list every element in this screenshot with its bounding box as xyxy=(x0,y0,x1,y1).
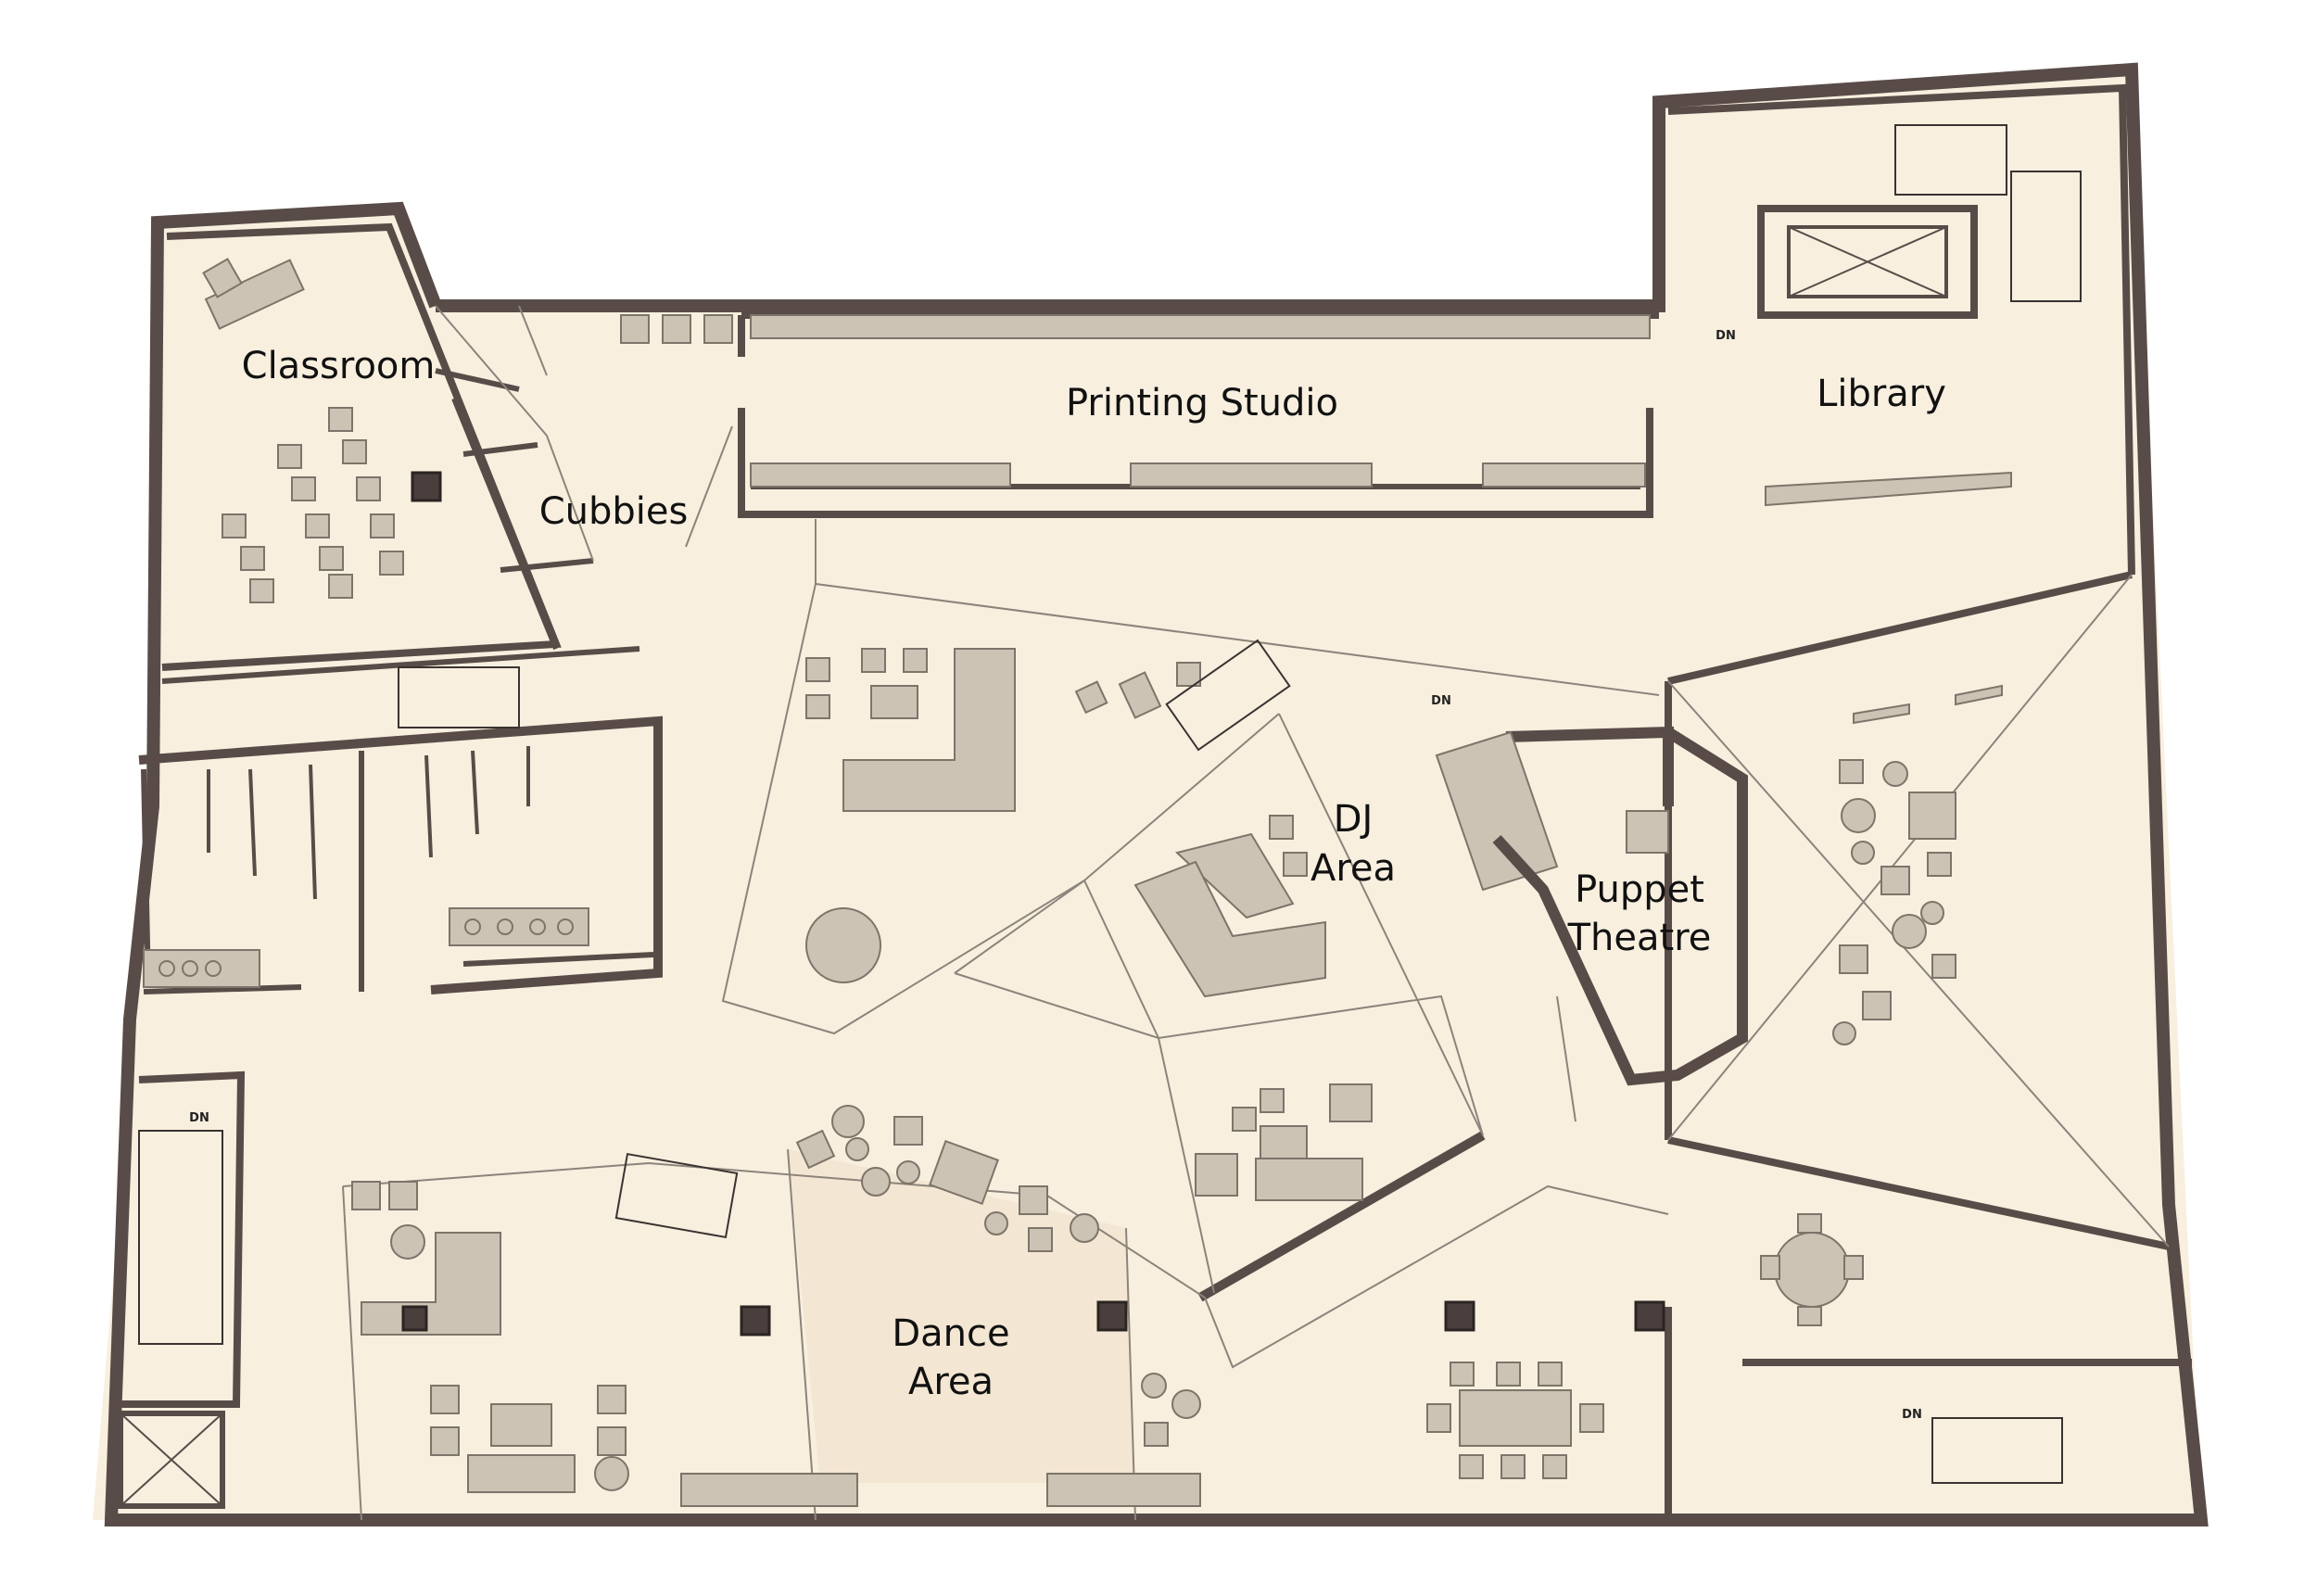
stair-dn-mark: DN xyxy=(189,1111,209,1125)
room-label-puppet-line2: Theatre xyxy=(1567,917,1712,959)
printing-studio-furniture xyxy=(620,314,1651,488)
bottom-right-room xyxy=(1665,1307,2192,1520)
library-area-furniture xyxy=(1832,684,2003,1045)
room-label-cubbies: Cubbies xyxy=(539,490,689,533)
puppet-theatre-walls xyxy=(1435,571,2170,1250)
room-label-library: Library xyxy=(1817,373,1946,415)
restrooms xyxy=(138,716,663,994)
dj-partitions xyxy=(1197,1131,1486,1302)
room-label-puppet-line1: Puppet xyxy=(1575,868,1704,911)
dj-area-furniture xyxy=(805,648,1373,1201)
stair-dn-mark: DN xyxy=(1431,694,1451,708)
room-labels: Classroom Cubbies Printing Studio Librar… xyxy=(242,345,1946,1403)
stair-markers: DN DN DN DN xyxy=(189,329,1922,1422)
room-label-dance-line2: Area xyxy=(908,1361,994,1403)
stair-dn-mark: DN xyxy=(1716,329,1736,343)
room-label-dance-line1: Dance xyxy=(892,1312,1009,1355)
room-label-dj-line1: DJ xyxy=(1334,798,1374,841)
classroom-furniture xyxy=(202,258,442,603)
right-lounge-furniture xyxy=(1426,1213,1864,1479)
stair-dn-mark: DN xyxy=(1902,1408,1922,1422)
zone-lines xyxy=(342,305,1669,1521)
room-label-classroom: Classroom xyxy=(242,345,436,387)
library-stair-tower xyxy=(1667,83,2135,576)
dance-area-furniture xyxy=(680,1105,1201,1507)
classroom-walls xyxy=(161,222,640,684)
stairs xyxy=(398,124,2082,1239)
lower-left-furniture xyxy=(351,1181,629,1493)
room-label-printing-studio: Printing Studio xyxy=(1066,382,1338,424)
left-stair-tower xyxy=(116,1070,246,1509)
room-label-dj-line2: Area xyxy=(1310,847,1396,890)
columns xyxy=(740,1300,1665,1336)
